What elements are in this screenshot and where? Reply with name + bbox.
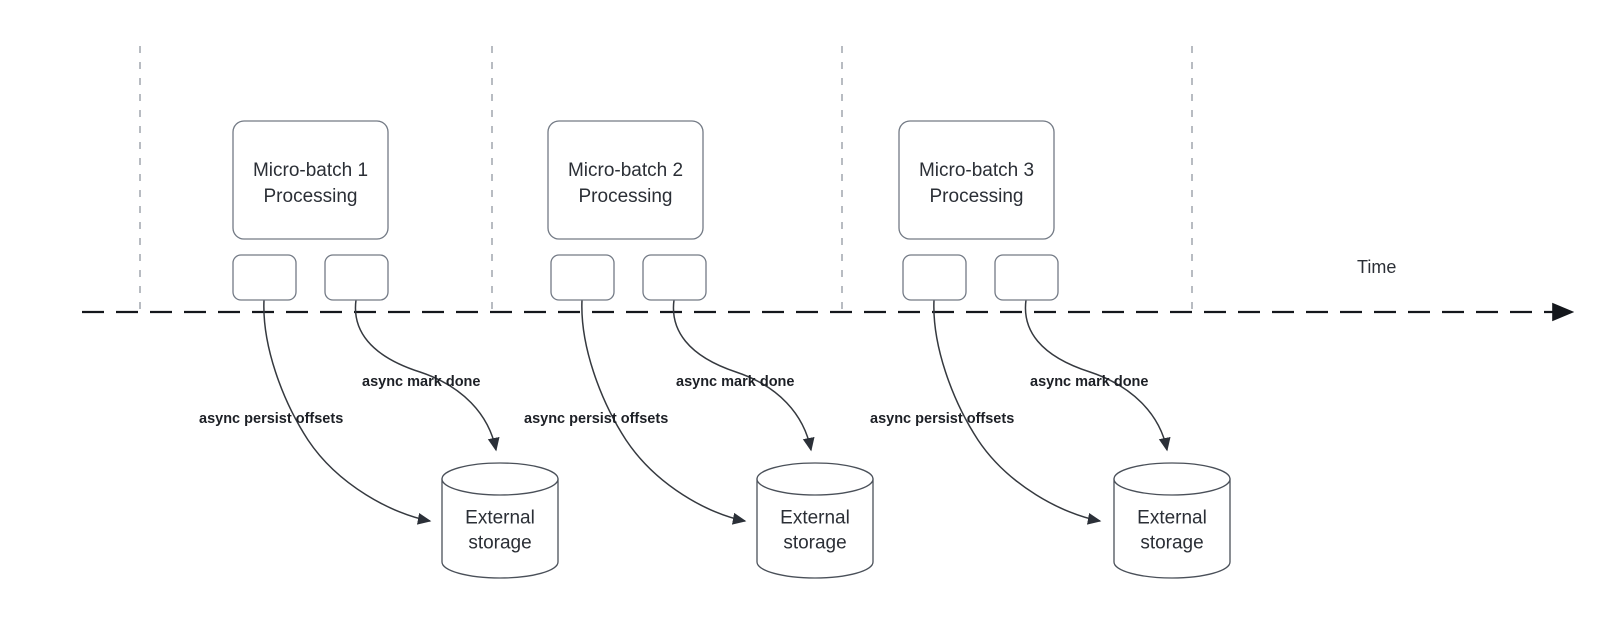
mark-done-3-arrow [1024,299,1171,452]
timeline-tick-group [139,46,1193,318]
micro-batch-box-label-line2-1: Processing [264,186,358,207]
external-storage-2[interactable]: External storage [756,462,874,579]
micro-batch-box-label-line1-1: Micro-batch 1 [253,160,368,181]
cylinder-top-3 [1113,462,1231,496]
external-storage-label-line2-2: storage [783,533,846,554]
task-box-task-1b[interactable] [324,254,389,301]
time-axis-label: Time [1357,257,1396,277]
mark-done-1-arrow [354,299,500,452]
persist-offsets-1-label: async persist offsets [199,411,343,427]
micro-batch-box-3[interactable] [898,120,1055,240]
time-axis-group: Time [82,257,1575,322]
task-box-task-2a[interactable] [550,254,615,301]
persist-offsets-2-label: async persist offsets [524,411,668,427]
task-box-task-2b[interactable] [642,254,707,301]
external-storage-3[interactable]: External storage [1113,462,1231,579]
external-storage-label-line1-2: External [780,508,850,529]
cylinder-top-2 [756,462,874,496]
cylinder-body-3 [1113,478,1231,579]
micro-batch-box-label-line1-2: Micro-batch 2 [568,160,683,181]
mark-done-2-label: async mark done [676,374,794,390]
micro-batch-box-label-line1-3: Micro-batch 3 [919,160,1034,181]
mark-done-3-label: async mark done [1030,374,1148,390]
persist-offsets-2-arrow [581,299,747,525]
external-storage-label-line1-1: External [465,508,535,529]
task-box-task-3a[interactable] [902,254,967,301]
micro-batch-box-2[interactable] [547,120,704,240]
mark-done-1-label: async mark done [362,374,480,390]
task-box-task-1a[interactable] [232,254,297,301]
external-storage-label-line1-3: External [1137,508,1207,529]
cylinder-body-2 [756,478,874,579]
micro-batch-box-label-line2-2: Processing [579,186,673,207]
external-storage-label-line2-3: storage [1140,533,1203,554]
mark-done-2-arrow [672,299,815,452]
cylinder-top-1 [441,462,559,496]
micro-batch-box-1[interactable] [232,120,389,240]
persist-offsets-3-label: async persist offsets [870,411,1014,427]
task-box-task-3b[interactable] [994,254,1059,301]
external-storage-1[interactable]: External storage [441,462,559,579]
persist-offsets-3-arrow [933,299,1102,525]
persist-offsets-1-arrow [263,299,432,525]
micro-batch-box-label-line2-3: Processing [930,186,1024,207]
external-storage-label-line2-1: storage [468,533,531,554]
cylinder-body-1 [441,478,559,579]
